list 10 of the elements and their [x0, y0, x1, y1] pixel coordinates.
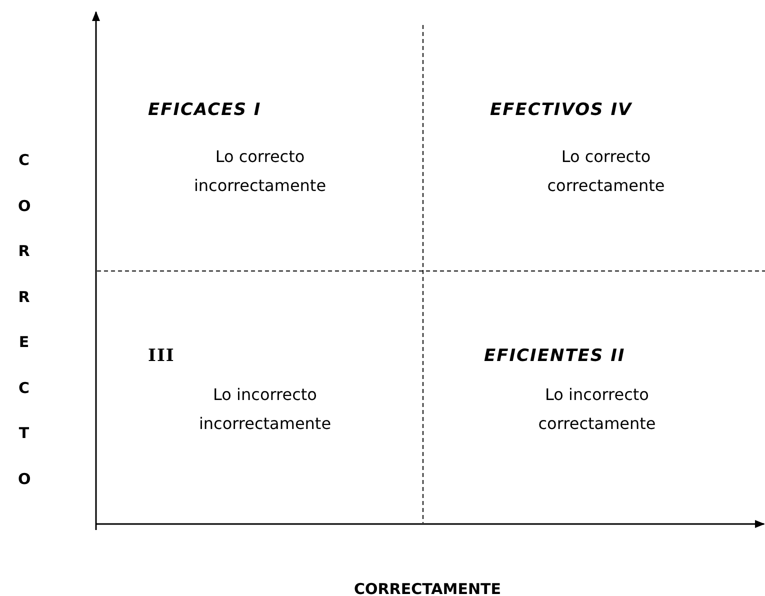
- quadrant-description: Lo correcto correctamente: [546, 146, 666, 197]
- quadrant-description: Lo incorrecto incorrectamente: [198, 384, 332, 435]
- quadrant-heading: EFECTIVOS IV: [490, 100, 632, 120]
- quadrant-heading: III: [148, 346, 175, 366]
- quadrant-description: Lo incorrecto correctamente: [537, 384, 657, 435]
- axis-title: CORRECTO: [18, 150, 30, 490]
- quadrant-heading: EFICIENTES II: [484, 346, 626, 366]
- quadrant-description: Lo correcto incorrectamente: [192, 146, 328, 197]
- quadrant-heading: EFICACES I: [148, 100, 262, 120]
- axis-title: CORRECTAMENTE: [354, 580, 501, 596]
